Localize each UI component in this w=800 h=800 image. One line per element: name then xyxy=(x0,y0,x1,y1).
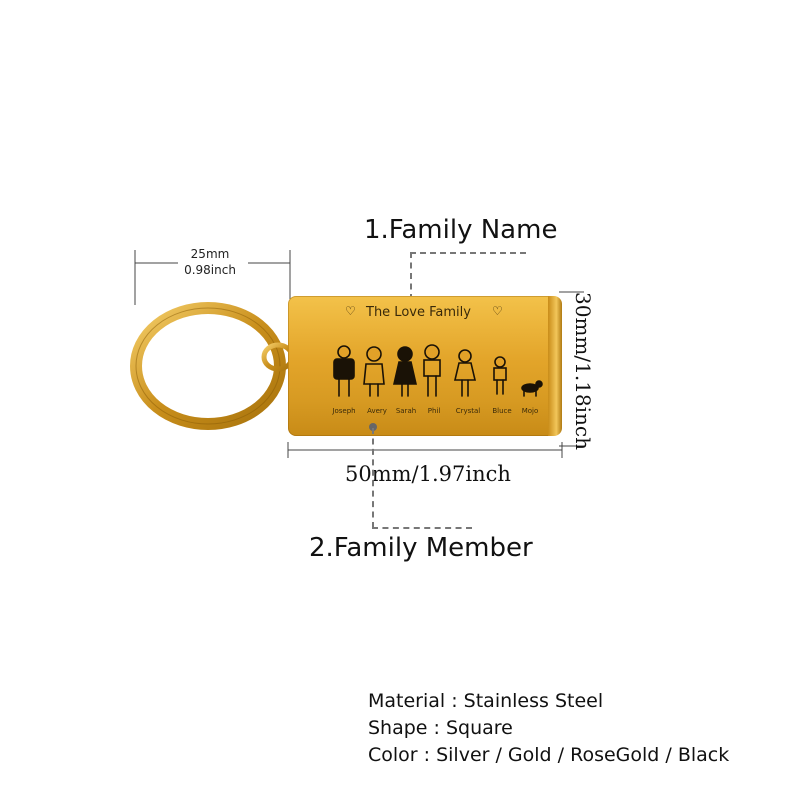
spec-shape: Shape : Square xyxy=(368,717,513,739)
family-member-marker xyxy=(369,423,377,431)
tag-heart-right-icon: ♡ xyxy=(492,304,503,318)
keychain-tag-edge xyxy=(548,296,562,436)
member-name: Avery xyxy=(367,407,387,415)
keychain-tag xyxy=(288,296,558,436)
key-ring xyxy=(130,302,295,430)
figure-joseph xyxy=(333,345,355,397)
width-dimension-label: 50mm/1.97inch xyxy=(345,462,511,486)
figure-avery xyxy=(363,346,385,397)
figure-crystal xyxy=(453,349,477,397)
family-member-callout: 2.Family Member xyxy=(309,533,533,563)
family-name-leader-h xyxy=(410,252,526,254)
tag-heart-left-icon: ♡ xyxy=(345,304,356,318)
ring-dimension-mm: 25mm xyxy=(190,247,230,261)
member-name: Mojo xyxy=(521,407,539,415)
height-dimension-line xyxy=(559,291,584,447)
height-dimension-label: 30mm/1.18inch xyxy=(571,292,595,451)
tag-family-title: The Love Family xyxy=(366,305,471,320)
ring-dimension-line xyxy=(134,250,291,305)
figure-phil xyxy=(423,344,441,397)
family-figures-engraving xyxy=(333,344,543,397)
figure-sarah xyxy=(392,346,418,397)
family-name-callout: 1.Family Name xyxy=(364,215,558,245)
figure-mojo xyxy=(521,380,543,397)
family-member-leader-h xyxy=(372,527,472,529)
member-name: Crystal xyxy=(455,407,481,415)
member-name: Bluce xyxy=(492,407,512,415)
member-name: Joseph xyxy=(332,407,356,415)
ring-dimension-inch: 0.98inch xyxy=(184,263,236,277)
width-dimension-line xyxy=(287,442,563,458)
member-name: Phil xyxy=(427,407,441,415)
spec-material: Material : Stainless Steel xyxy=(368,690,604,712)
family-name-leader-v xyxy=(410,252,412,300)
member-name: Sarah xyxy=(395,407,417,415)
spec-color: Color : Silver / Gold / RoseGold / Black xyxy=(368,744,730,766)
figure-bluce xyxy=(493,356,507,395)
family-member-leader-v xyxy=(372,428,374,528)
